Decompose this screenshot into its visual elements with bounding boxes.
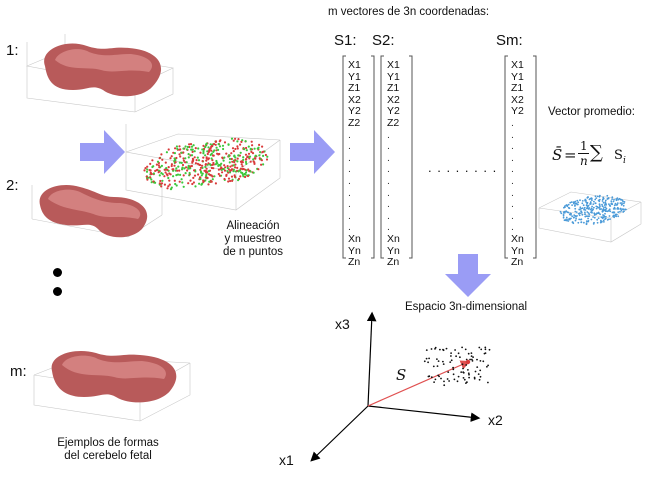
axis-x2-label: x2 xyxy=(488,412,503,428)
space-scatter xyxy=(423,346,491,387)
s1-entry: Y1 xyxy=(348,70,361,83)
s1-entry: . xyxy=(348,151,351,164)
s2-entry: . xyxy=(387,221,390,234)
sample-label-m: m: xyxy=(10,363,27,380)
arrow-to-vectors xyxy=(290,130,335,174)
s1-entry: . xyxy=(348,128,351,141)
s2-entry: . xyxy=(387,186,390,199)
vector-header-s2: S2: xyxy=(372,32,395,49)
space-label: Espacio 3n-dimensional xyxy=(405,301,528,313)
ellipsis-dot-2 xyxy=(53,287,62,296)
s2-entry: Z2 xyxy=(387,116,400,129)
sm-entry: Y1 xyxy=(511,70,524,83)
s1-entry: Y2 xyxy=(348,105,361,118)
sm-entry: . xyxy=(511,221,514,234)
s1-entry: Yn xyxy=(348,244,361,257)
examples-caption: Ejemplos de formas del cerebelo fetal xyxy=(38,437,178,463)
vector-header-sm: Sm: xyxy=(496,32,523,49)
examples-caption-line-1: Ejemplos de formas xyxy=(57,437,159,449)
s1-entry: Z1 xyxy=(348,82,361,95)
formula-numerator: 1 xyxy=(580,139,588,153)
s1-entry: Zn xyxy=(348,256,361,269)
s2-entry: Y2 xyxy=(387,105,400,118)
s2-entry: Z1 xyxy=(387,82,400,95)
alignment-caption-line-2: y muestreo xyxy=(224,233,282,245)
sample-shape-2 xyxy=(31,183,163,238)
s2-entry: Yn xyxy=(387,244,400,257)
axis-x1-label: x1 xyxy=(279,452,294,468)
space-axes xyxy=(310,311,481,462)
sm-entry: . xyxy=(511,116,514,129)
s1-entry: X2 xyxy=(348,93,361,106)
sm-entry: X1 xyxy=(511,59,524,71)
s1-entry: . xyxy=(348,174,351,187)
s1-entry: . xyxy=(348,209,351,222)
vector-brackets xyxy=(342,55,537,259)
s2-entry: Y1 xyxy=(387,70,400,83)
sample-shape-1 xyxy=(25,34,174,113)
s2-entry: . xyxy=(387,151,390,164)
vector-s1-entries: X1 Y1 Z1 X2 Y2 Z2 . . . . . . . . . Xn Y… xyxy=(348,59,361,269)
between-vectors-dots: . . . . . . . . xyxy=(428,160,498,175)
formula-lhs: S̄ xyxy=(552,146,563,164)
sm-entry: . xyxy=(511,198,514,211)
vector-s2-entries: X1 Y1 Z1 X2 Y2 Z2 . . . . . . . . . Xn Y… xyxy=(387,59,400,269)
alignment-caption-line-3: de n puntos xyxy=(222,246,284,258)
s2-entry: . xyxy=(387,198,390,211)
s2-entry: Zn xyxy=(387,256,400,269)
sm-entry: Xn xyxy=(511,232,524,245)
arrow-down-to-space xyxy=(445,254,491,297)
axis-x3-label: x3 xyxy=(335,316,350,332)
s2-entry: . xyxy=(387,209,390,222)
mean-vector-label: Vector promedio: xyxy=(548,106,635,118)
vector-s-label: S xyxy=(396,366,407,384)
sm-entry: . xyxy=(511,186,514,199)
s2-entry: . xyxy=(387,128,390,141)
s2-entry: X1 xyxy=(387,59,400,71)
sm-entry: . xyxy=(511,209,514,222)
vectors-title: m vectores de 3n coordenadas: xyxy=(328,6,490,18)
s2-entry: . xyxy=(387,140,390,153)
vector-header-s1: S1: xyxy=(334,32,357,49)
formula-sum: ∑ xyxy=(590,142,603,163)
sm-entry: . xyxy=(511,163,514,176)
s1-entry: Xn xyxy=(348,232,361,245)
s1-entry: . xyxy=(348,221,351,234)
formula-term-subscript: i xyxy=(623,156,626,166)
s2-entry: . xyxy=(387,163,390,176)
examples-caption-line-2: del cerebelo fetal xyxy=(64,450,152,462)
vector-sm-entries: X1 Y1 Z1 X2 Y2 . . . . . . . . . . Xn Yn… xyxy=(511,59,524,269)
s2-entry: . xyxy=(387,174,390,187)
sm-entry: . xyxy=(511,151,514,164)
ellipsis-dot-1 xyxy=(53,268,62,277)
s1-entry: X1 xyxy=(348,59,361,71)
alignment-caption: Alineación y muestreo de n puntos xyxy=(208,220,298,259)
formula-equals: = xyxy=(564,146,577,164)
formula-denominator: n xyxy=(580,154,588,168)
sm-entry: Z1 xyxy=(511,82,524,95)
formula-term: S xyxy=(614,148,623,163)
sm-entry: X2 xyxy=(511,93,524,106)
sm-entry: Zn xyxy=(511,256,524,269)
s1-entry: . xyxy=(348,198,351,211)
sm-entry: . xyxy=(511,174,514,187)
alignment-caption-line-1: Alineación xyxy=(226,220,280,232)
mean-point-cloud xyxy=(538,191,642,243)
sm-entry: Y2 xyxy=(511,105,524,118)
s1-entry: . xyxy=(348,140,351,153)
sample-label-2: 2: xyxy=(6,177,19,194)
s2-entry: X2 xyxy=(387,93,400,106)
aligned-point-cloud xyxy=(125,124,281,211)
sm-entry: . xyxy=(511,128,514,141)
s1-entry: . xyxy=(348,186,351,199)
sm-entry: . xyxy=(511,140,514,153)
s1-entry: Z2 xyxy=(348,116,361,129)
arrow-to-alignment xyxy=(80,130,125,174)
fraction-bar xyxy=(578,153,589,154)
sm-entry: Yn xyxy=(511,244,524,257)
s1-entry: . xyxy=(348,163,351,176)
s2-entry: Xn xyxy=(387,232,400,245)
sample-label-1: 1: xyxy=(6,42,19,59)
sample-shape-m xyxy=(33,351,191,422)
